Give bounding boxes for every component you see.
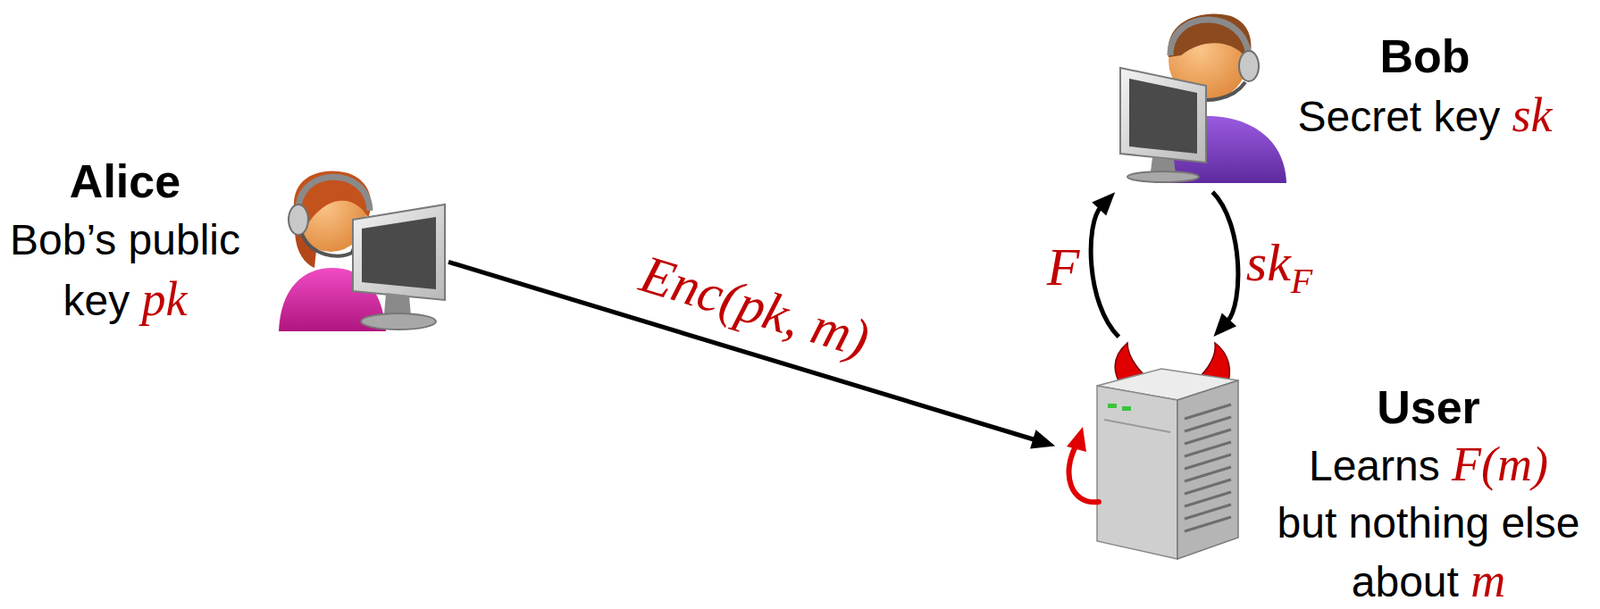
math-symbol: pk [142, 272, 188, 327]
alice-earpiece [288, 204, 309, 235]
edge-label: Enc(pk, m) [633, 243, 876, 369]
actor-name: Alice [3, 151, 247, 211]
description-text: Bob’s public key [9, 216, 241, 325]
drive-slot [1184, 517, 1232, 532]
alice-icon [278, 170, 445, 332]
bob-monitor-base [1127, 171, 1199, 183]
subscript: F [1290, 260, 1313, 302]
drive-slot [1184, 454, 1232, 470]
drive-slot [1184, 442, 1232, 457]
actor-node: UserLearns F(m)but nothing else about m [1058, 342, 1242, 562]
server-front [1177, 380, 1239, 560]
actor-node: AliceBob’s public key pk [273, 158, 449, 332]
edge-label-text: Enc(pk, m) [633, 243, 876, 369]
drive-slot [1184, 404, 1232, 419]
alice-monitor-back [361, 217, 436, 290]
bob-monitor-back [1129, 78, 1198, 154]
alice-monitor-base [360, 313, 436, 330]
arrow-head [1091, 192, 1115, 216]
math-symbol: sk [1512, 88, 1553, 143]
description-text: but nothing else about [1277, 499, 1581, 606]
alice-headset-band [298, 176, 370, 215]
drive-slots [1184, 404, 1232, 532]
connector-line [1212, 192, 1239, 322]
connector-arrow [1090, 192, 1119, 337]
actor-name: Bob [1259, 26, 1591, 86]
math-symbol: F(m) [1451, 437, 1549, 492]
actor-caption: UserLearns F(m) but nothing else about m [1263, 378, 1594, 609]
connector-line [1090, 207, 1119, 338]
arrow-head [1030, 429, 1056, 449]
actor-description: Bob’s public key pk [3, 210, 247, 331]
math-symbol: m [1470, 553, 1506, 608]
edge-label: F [1047, 237, 1081, 297]
server-led [1122, 406, 1131, 411]
edge-label: skF [1246, 233, 1313, 302]
actor-description: Learns F(m) but nothing else about m [1263, 435, 1594, 609]
server-led [1107, 403, 1117, 409]
server-icon [1066, 343, 1239, 560]
bob-icon [1120, 13, 1287, 184]
drive-slot [1184, 504, 1232, 520]
drive-slot [1184, 479, 1232, 495]
actor-description: Secret key sk [1259, 85, 1591, 147]
actor-node: BobSecret key sk [1116, 5, 1291, 184]
bob-monitor-frame [1120, 67, 1207, 163]
server-panel-line [1104, 419, 1171, 433]
actor-name: User [1263, 378, 1594, 436]
server-side [1097, 385, 1178, 560]
actor-caption: BobSecret key sk [1259, 26, 1591, 147]
devil-tail [1068, 446, 1099, 503]
alice-monitor-frame [352, 204, 445, 301]
alice-mic [301, 234, 354, 257]
edge-label-text: F [1047, 237, 1081, 297]
edge-label-text: sk [1246, 233, 1291, 293]
description-text: Learns [1308, 442, 1441, 490]
bob-earpiece [1239, 50, 1259, 82]
drive-slot [1184, 492, 1232, 507]
drive-slot [1184, 429, 1232, 444]
bob-hair [1167, 13, 1251, 63]
devil-tail-tip [1066, 427, 1087, 453]
description-text: Secret key [1297, 92, 1500, 141]
actor-caption: AliceBob’s public key pk [3, 151, 247, 331]
bob-headset-band [1170, 19, 1249, 59]
drive-slot [1184, 467, 1232, 482]
connector-arrow [1212, 192, 1239, 337]
drive-slot [1184, 417, 1232, 432]
arrow-head [1213, 312, 1237, 337]
